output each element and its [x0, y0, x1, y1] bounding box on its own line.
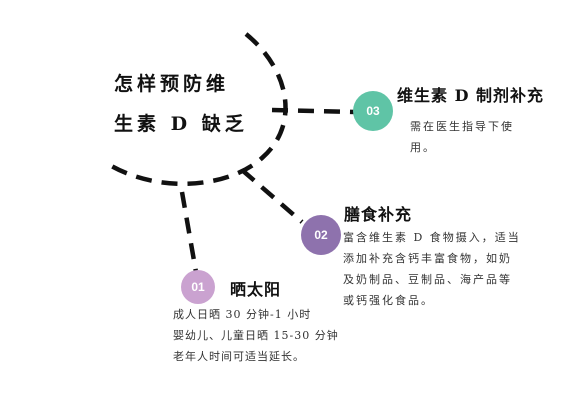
- diagram-title: 怎样预防维 生素 D 缺乏: [114, 64, 244, 144]
- desc-sunbathing: 成人日晒 30 分钟-1 小时 婴幼儿、儿童日晒 15-30 分钟 老年人时间可…: [173, 308, 339, 363]
- heading-dietary-supplement: 膳食补充: [344, 205, 413, 224]
- branch-03-line: [271, 107, 356, 115]
- title-line-2: 生素 D 缺乏: [114, 113, 248, 135]
- branch-02-line: [240, 168, 304, 224]
- main-arc: [106, 32, 288, 187]
- heading-vitamin-d-supplement: 维生素 D 制剂补充: [397, 86, 545, 105]
- desc-dietary-supplement: 富含维生素 D 食物摄入，适当 添加补充含钙丰富食物，如奶 及奶制品、豆制品、海…: [343, 231, 521, 307]
- number-badge-01: 01: [181, 270, 215, 304]
- number-badge-03: 03: [353, 91, 393, 131]
- branch-01-line: [179, 191, 199, 273]
- title-line-1: 怎样预防维: [114, 73, 230, 95]
- number-badge-02: 02: [301, 215, 341, 255]
- desc-vitamin-d-supplement: 需在医生指导下使 用。: [410, 120, 514, 154]
- heading-sunbathing: 晒太阳: [230, 280, 282, 299]
